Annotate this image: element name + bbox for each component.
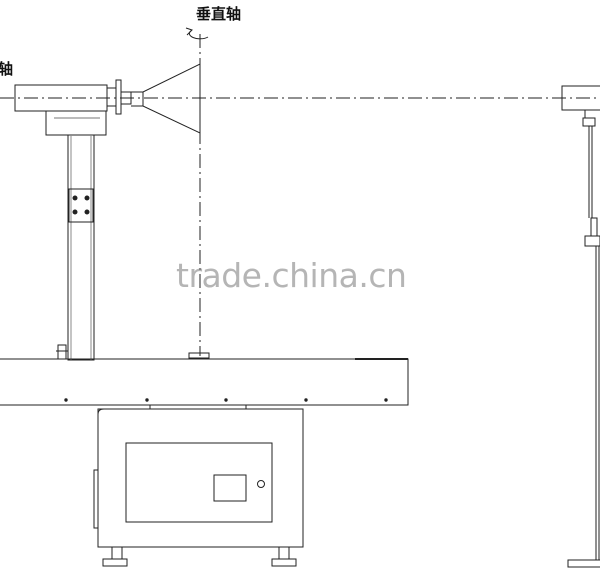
antenna-head-base [45, 110, 107, 136]
slide-rail [0, 358, 409, 410]
control-cabinet [93, 408, 304, 567]
right-antenna-head [561, 85, 600, 111]
rotation-arrow-icon [185, 27, 209, 40]
horizontal-axis-label: 轴 [0, 60, 14, 78]
vertical-axis-label: 垂直轴 [196, 5, 242, 23]
turntable-marker [188, 352, 210, 359]
indicator-lamp [257, 480, 265, 488]
display-window [213, 474, 247, 502]
connector-block [106, 87, 117, 107]
left-positioner [14, 63, 201, 361]
cabinet-foot-right [278, 546, 290, 560]
cabinet-door-panel [125, 442, 273, 523]
right-positioner [561, 85, 600, 568]
watermark: trade.china.cn [176, 256, 407, 295]
mast-clamp-plate [68, 188, 94, 223]
cabinet-foot-left [111, 546, 123, 560]
horn-antenna [131, 63, 201, 134]
positioner-mast [67, 134, 95, 361]
